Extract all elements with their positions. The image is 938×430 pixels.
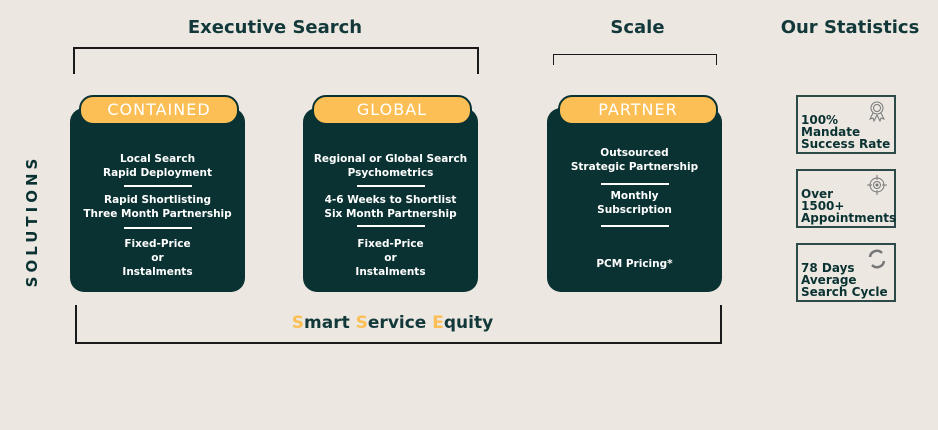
cycle-icon xyxy=(868,249,886,269)
card-line: Rapid Shortlisting xyxy=(104,194,211,206)
card-line: PCM Pricing* xyxy=(596,258,673,270)
card-line: Instalments xyxy=(122,266,193,278)
divider xyxy=(356,185,425,187)
heading-scale: Scale xyxy=(610,17,665,38)
stat-line: Appointments xyxy=(801,211,897,225)
card-line: or xyxy=(384,252,397,264)
solutions-label: SOLUTIONS xyxy=(23,154,41,288)
card-line: Psychometrics xyxy=(347,167,434,179)
pill-partner: PARTNER xyxy=(558,95,718,125)
card-line: Subscription xyxy=(597,204,672,216)
card-line: Three Month Partnership xyxy=(83,208,232,220)
stat-line: 100% xyxy=(801,113,839,127)
divider xyxy=(600,183,669,185)
pill-global: GLOBAL xyxy=(312,95,472,125)
divider xyxy=(356,225,425,227)
card-line: 4-6 Weeks to Shortlist xyxy=(324,194,457,206)
card-line: Monthly xyxy=(610,190,659,202)
tagline: Smart Service Equity xyxy=(291,313,494,333)
card-line: Local Search xyxy=(119,153,196,165)
card-line: Fixed-Price xyxy=(124,238,191,250)
card-line: Fixed-Price xyxy=(357,238,424,250)
stat-line: 78 Days xyxy=(801,261,855,275)
divider xyxy=(123,227,192,229)
executive-bracket xyxy=(73,47,479,74)
pill-contained: CONTAINED xyxy=(79,95,239,125)
card-line: Outsourced xyxy=(600,147,669,159)
card-line: Six Month Partnership xyxy=(324,208,457,220)
award-ribbon-icon xyxy=(869,101,885,122)
divider xyxy=(123,185,192,187)
heading-executive-search: Executive Search xyxy=(187,17,363,38)
stat-line: Success Rate xyxy=(801,137,891,151)
divider xyxy=(600,225,669,227)
card-line: Instalments xyxy=(355,266,426,278)
target-icon xyxy=(867,175,887,195)
solutions-bracket xyxy=(75,305,722,344)
card-line: Rapid Deployment xyxy=(102,167,213,179)
heading-our-statistics: Our Statistics xyxy=(780,17,920,38)
scale-bracket xyxy=(553,54,717,65)
stat-line: 1500+ xyxy=(801,199,845,213)
stat-line: Average xyxy=(801,273,857,287)
card-line: Regional or Global Search xyxy=(313,153,468,165)
stat-line: Over xyxy=(801,187,834,201)
card-line: Strategic Partnership xyxy=(570,161,699,173)
stat-line: Search Cycle xyxy=(801,285,888,299)
card-line: or xyxy=(151,252,164,264)
stat-line: Mandate xyxy=(801,125,861,139)
